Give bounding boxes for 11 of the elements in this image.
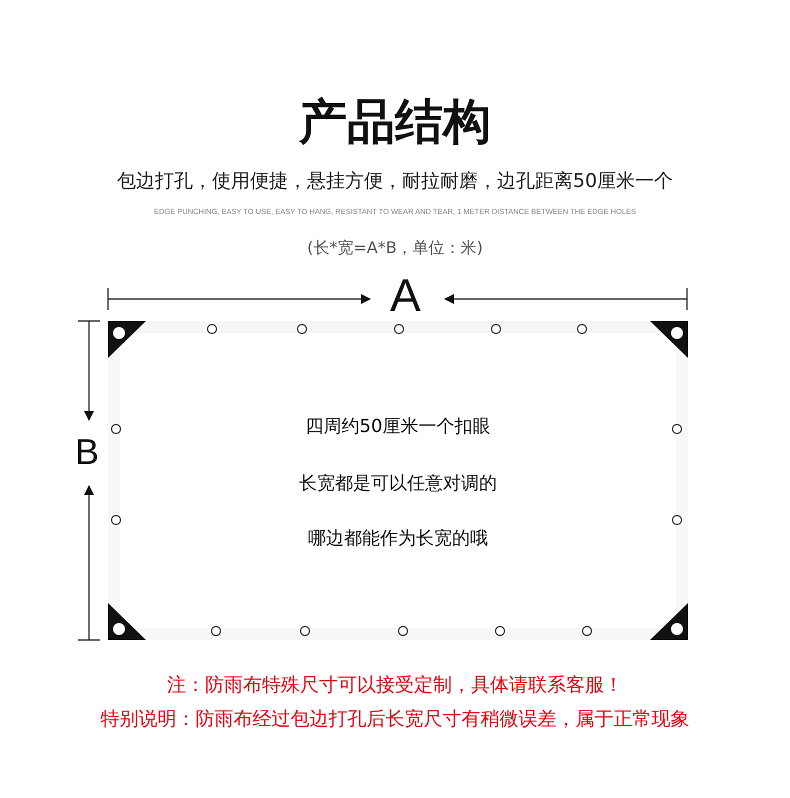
dimension-label: B [75,434,100,470]
tarp-note: 四周约50厘米一个扣眼 [306,418,490,436]
warning-note: 特别说明：防雨布经过包边打孔后长宽尺寸有稍微误差，属于正常现象 [100,710,690,729]
warning-note: 注：防雨布特殊尺寸可以接受定制，具体请联系客服！ [167,676,623,695]
tarp-sheet [108,321,688,640]
dimension-label: A [390,272,421,318]
tarp-note: 哪边都能作为长宽的哦 [308,530,488,548]
tarp-note: 长宽都是可以任意对调的 [299,475,497,493]
formula-note: (长*宽=A*B，单位：米) [307,240,483,256]
subtitle: 包边打孔，使用便捷，悬挂方便，耐拉耐磨，边孔距离50厘米一个 [116,172,674,191]
title: 产品结构 [299,98,491,146]
